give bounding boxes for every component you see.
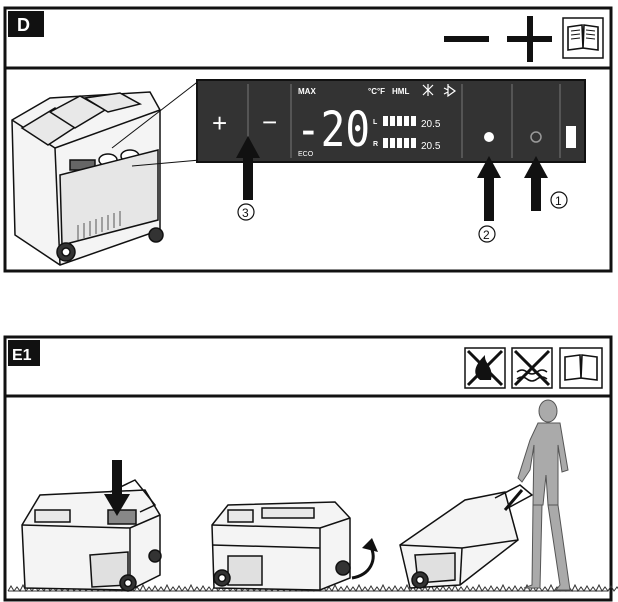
plus-icon [507, 16, 552, 62]
no-fire-icon [464, 347, 506, 389]
arrow-3 [236, 136, 260, 200]
panel-e1-frame [3, 335, 613, 602]
callout-1: 1 [550, 191, 568, 209]
pull-handle [503, 489, 524, 511]
callout-3-label: 3 [242, 206, 249, 220]
zone-left-value: 20.5 [421, 119, 441, 130]
panel-d-tag: D [17, 15, 30, 35]
plus-button[interactable]: + [212, 108, 227, 138]
cooler-illustration-e1-1 [21, 479, 162, 592]
panel-e1-tag-box [8, 340, 40, 366]
callout-line-bottom [131, 159, 201, 167]
zone-right-level-bar [383, 138, 416, 148]
manual-book-icon [559, 347, 603, 389]
zone-right-value: 20.5 [421, 141, 441, 152]
callout-2-label: 2 [483, 228, 490, 242]
bluetooth-icon [443, 84, 457, 98]
minus-icon [444, 36, 489, 42]
display-units: °C°F [368, 87, 385, 96]
control-panel: + − MAX ECO -20 °C°F HML L R [196, 79, 586, 163]
display-level: HML [392, 87, 409, 96]
minus-button[interactable]: − [262, 107, 277, 137]
display-eco-label: ECO [298, 151, 314, 158]
settings-icon [484, 132, 494, 142]
snowflake-icon [422, 84, 434, 96]
power-icon [566, 126, 576, 148]
power-button[interactable] [566, 126, 576, 148]
zone-right-label: R [373, 141, 378, 148]
panel-d-frame [3, 6, 613, 273]
no-water-icon [511, 347, 553, 389]
display-max-label: MAX [298, 87, 316, 96]
panel-d: D [3, 6, 613, 273]
callout-2: 2 [478, 225, 496, 243]
manual-book-icon [562, 17, 604, 59]
zone-left-label: L [373, 119, 378, 126]
fan-button[interactable] [530, 131, 542, 143]
callout-line-top [111, 79, 201, 149]
arrow-2 [477, 156, 501, 221]
cooler-illustration-d [11, 91, 164, 266]
settings-button[interactable] [484, 132, 494, 142]
person-silhouette [517, 399, 571, 591]
down-arrow [104, 460, 130, 516]
callout-3: 3 [237, 203, 255, 221]
display-temperature: -20 [296, 102, 370, 158]
fan-icon [530, 131, 542, 143]
cooler-illustration-e1-3 [399, 484, 534, 589]
panel-d-tag-box [8, 11, 44, 37]
arrow-1 [524, 156, 548, 211]
panel-e1: E1 [3, 335, 618, 602]
zone-left-level-bar [383, 116, 416, 126]
panel-e1-tag: E1 [12, 347, 32, 364]
rotate-arrow-head [362, 538, 378, 552]
cooler-illustration-e1-2 [211, 501, 351, 591]
callout-1-label: 1 [555, 194, 562, 208]
